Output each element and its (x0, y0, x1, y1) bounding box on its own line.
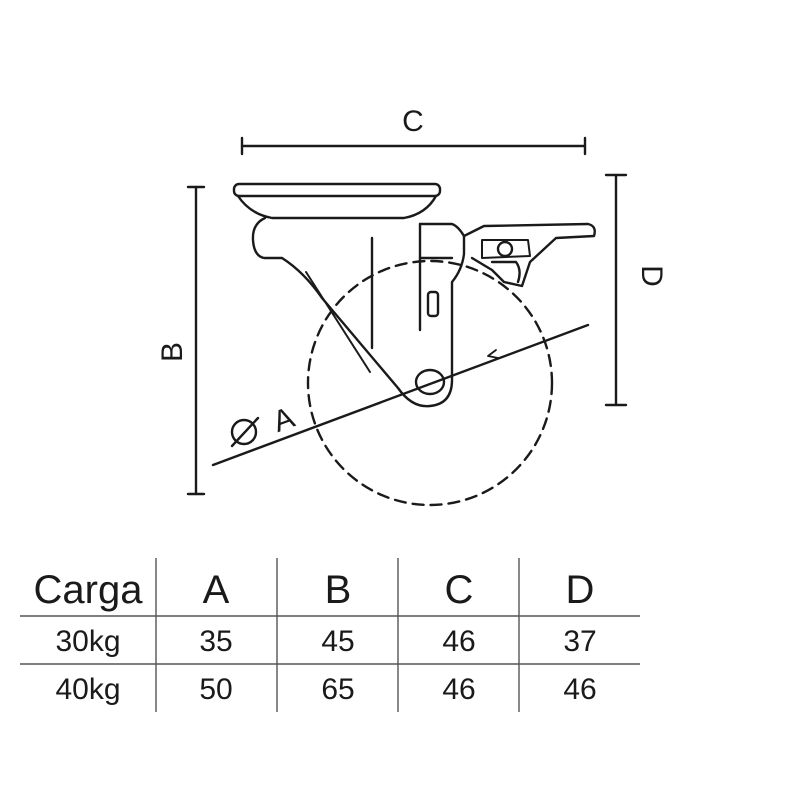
label-c: C (402, 105, 424, 138)
dimension-c (240, 136, 587, 156)
cell-c: 46 (442, 673, 475, 706)
wheel-outline (306, 259, 554, 507)
diameter-line (211, 323, 590, 467)
dimension-d (604, 173, 628, 407)
cell-load: 40kg (55, 673, 120, 706)
diameter-arrow-mark (487, 349, 499, 359)
cell-a: 35 (199, 625, 232, 658)
cell-c: 46 (442, 625, 475, 658)
header-b: B (325, 568, 352, 612)
fork-body (251, 216, 466, 408)
brake-pedal (462, 222, 596, 288)
table-row: 30kg 35 45 46 37 (55, 625, 596, 658)
header-carga: Carga (34, 568, 144, 612)
header-d: D (566, 568, 595, 612)
diameter-symbol (230, 416, 260, 448)
cell-d: 46 (563, 673, 596, 706)
caster-diagram: C B D A (156, 105, 668, 507)
table-row: 40kg 50 65 46 46 (55, 673, 596, 706)
cell-d: 37 (563, 625, 596, 658)
label-b: B (156, 342, 189, 362)
cell-a: 50 (199, 673, 232, 706)
header-a: A (203, 568, 230, 612)
cell-b: 65 (321, 673, 354, 706)
header-c: C (445, 568, 474, 612)
cell-load: 30kg (55, 625, 120, 658)
top-plate (232, 182, 442, 220)
label-d: D (635, 265, 668, 287)
table-header-row: Carga A B C D (34, 568, 595, 612)
dimension-b (186, 185, 206, 496)
cell-b: 45 (321, 625, 354, 658)
